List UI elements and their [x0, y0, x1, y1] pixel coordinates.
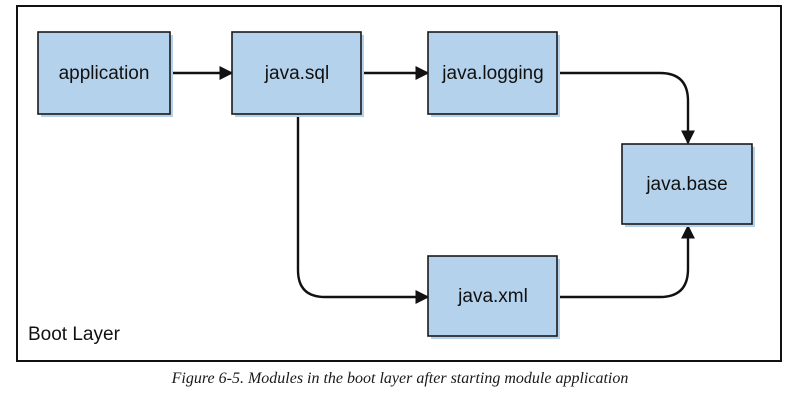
edge-java-xml-to-java-base	[558, 224, 695, 299]
node-java-base-label: java.base	[645, 174, 727, 195]
boot-layer-label: Boot Layer	[28, 324, 121, 345]
boot-layer-frame	[16, 5, 782, 362]
edge-java-sql-to-java-xml	[296, 116, 430, 304]
node-java-xml: java.xml	[427, 255, 560, 339]
figure-caption: Figure 6-5. Modules in the boot layer af…	[171, 370, 629, 387]
node-application: application	[37, 31, 173, 117]
node-java-base: java.base	[621, 143, 755, 227]
node-java-xml-label: java.xml	[457, 286, 528, 307]
edge-java-logging-to-java-base	[558, 71, 695, 145]
node-java-logging: java.logging	[427, 31, 560, 117]
node-java-logging-label: java.logging	[441, 63, 543, 84]
node-java-sql: java.sql	[231, 31, 364, 117]
node-java-sql-label: java.sql	[264, 63, 329, 84]
node-application-label: application	[59, 63, 150, 84]
